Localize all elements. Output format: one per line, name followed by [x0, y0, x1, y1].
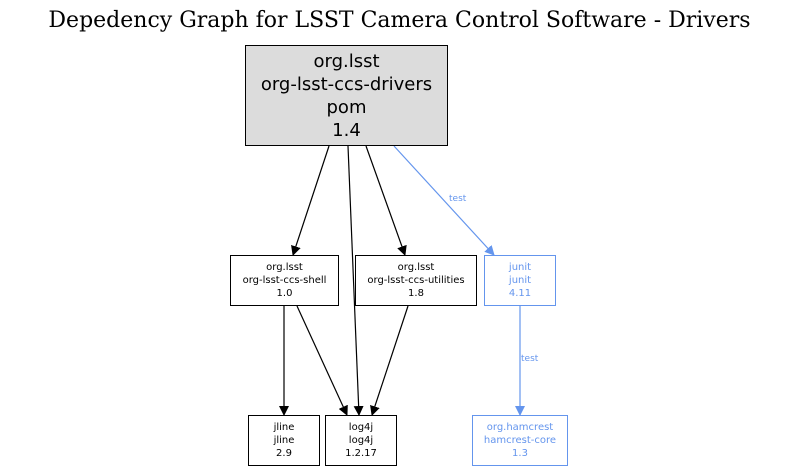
edge-label-junit-hamcrest: test: [521, 354, 539, 364]
node-hamcrest-core[interactable]: org.hamcrest hamcrest-core 1.3: [472, 415, 568, 466]
node-artifact: org-lsst-ccs-utilities: [367, 275, 465, 286]
node-artifact: org-lsst-ccs-drivers: [260, 73, 433, 95]
node-org-lsst-ccs-drivers[interactable]: org.lsst org-lsst-ccs-drivers pom 1.4: [245, 45, 448, 146]
node-jline[interactable]: jline jline 2.9: [248, 415, 320, 466]
node-group: log4j: [348, 422, 374, 433]
node-version: 4.11: [508, 288, 532, 299]
node-artifact: jline: [273, 435, 295, 446]
node-version: 1.3: [512, 448, 528, 459]
node-artifact: hamcrest-core: [483, 435, 557, 446]
node-group: jline: [273, 422, 295, 433]
node-group: org.hamcrest: [486, 422, 554, 433]
node-junit[interactable]: junit junit 4.11: [484, 255, 556, 306]
node-group: junit: [508, 262, 532, 273]
edge-root-utilities: [365, 145, 407, 256]
node-version: 1.4: [332, 119, 361, 141]
node-group: org.lsst: [266, 262, 303, 273]
node-version: 1.8: [408, 288, 424, 299]
node-group: org.lsst: [397, 262, 435, 273]
graph-title: Depedency Graph for LSST Camera Control …: [48, 8, 751, 33]
node-group: org.lsst: [313, 50, 380, 72]
node-version: 2.9: [276, 448, 292, 459]
node-artifact: log4j: [348, 435, 374, 446]
edge-shell-log4j: [296, 305, 348, 416]
edge-root-log4j: [347, 145, 364, 416]
node-log4j[interactable]: log4j log4j 1.2.17: [325, 415, 397, 466]
node-org-lsst-ccs-shell[interactable]: org.lsst org-lsst-ccs-shell 1.0: [230, 255, 339, 306]
node-artifact: junit: [508, 275, 532, 286]
edge-utilities-log4j: [370, 305, 409, 416]
node-org-lsst-ccs-utilities[interactable]: org.lsst org-lsst-ccs-utilities 1.8: [355, 255, 477, 306]
node-version: 1.0: [276, 288, 293, 299]
edge-label-root-junit: test: [449, 194, 467, 204]
edge-root-shell: [291, 145, 330, 256]
node-artifact: org-lsst-ccs-shell: [242, 275, 327, 286]
node-packaging: pom: [326, 96, 367, 118]
node-version: 1.2.17: [345, 448, 377, 459]
edge-root-junit: [393, 145, 495, 256]
